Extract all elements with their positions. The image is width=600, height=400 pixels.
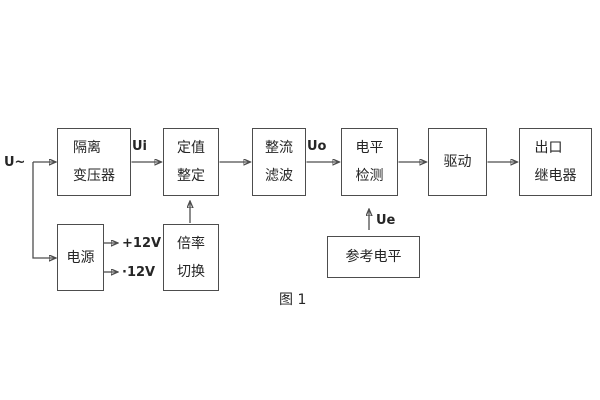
block-reference-level: 参考电平: [327, 236, 420, 278]
signal-ui-label: Ui: [132, 139, 148, 154]
block-label: 整流: [265, 140, 293, 156]
signal-uo-label: Uo: [307, 139, 327, 154]
block-ratio-switch: 倍率 切换: [163, 224, 219, 291]
figure-caption: 图 1: [279, 292, 307, 308]
minus-12v-label: ·12V: [122, 265, 156, 280]
block-label: 倍率: [177, 235, 205, 252]
block-driver: 驱动: [428, 128, 487, 196]
block-label: 参考电平: [345, 249, 402, 265]
block-label: 变压器: [73, 168, 115, 184]
block-label: 隔离: [73, 140, 101, 156]
block-label: 整定: [177, 168, 205, 184]
block-label: 切换: [177, 263, 205, 280]
block-setting-adjust: 定值 整定: [163, 128, 219, 196]
block-power-supply: 电源: [57, 224, 104, 291]
block-label: 驱动: [443, 154, 472, 170]
block-label: 检测: [355, 168, 384, 184]
signal-ue-label: Ue: [376, 213, 396, 228]
block-rectifier-filter: 整流 滤波: [252, 128, 306, 196]
block-label: 滤波: [265, 168, 293, 184]
plus-12v-label: +12V: [122, 236, 162, 251]
input-voltage-label: U~: [4, 155, 26, 170]
block-label: 电平: [355, 140, 384, 156]
block-isolation-transformer: 隔离 变压器: [57, 128, 131, 196]
block-label: 定值: [177, 140, 205, 156]
block-level-detect: 电平 检测: [341, 128, 398, 196]
block-output-relay: 出口 继电器: [519, 128, 592, 196]
block-label: 出口: [534, 140, 563, 156]
block-label: 继电器: [534, 168, 577, 184]
wire-input-to-power: [32, 162, 56, 258]
block-label: 电源: [66, 249, 95, 266]
